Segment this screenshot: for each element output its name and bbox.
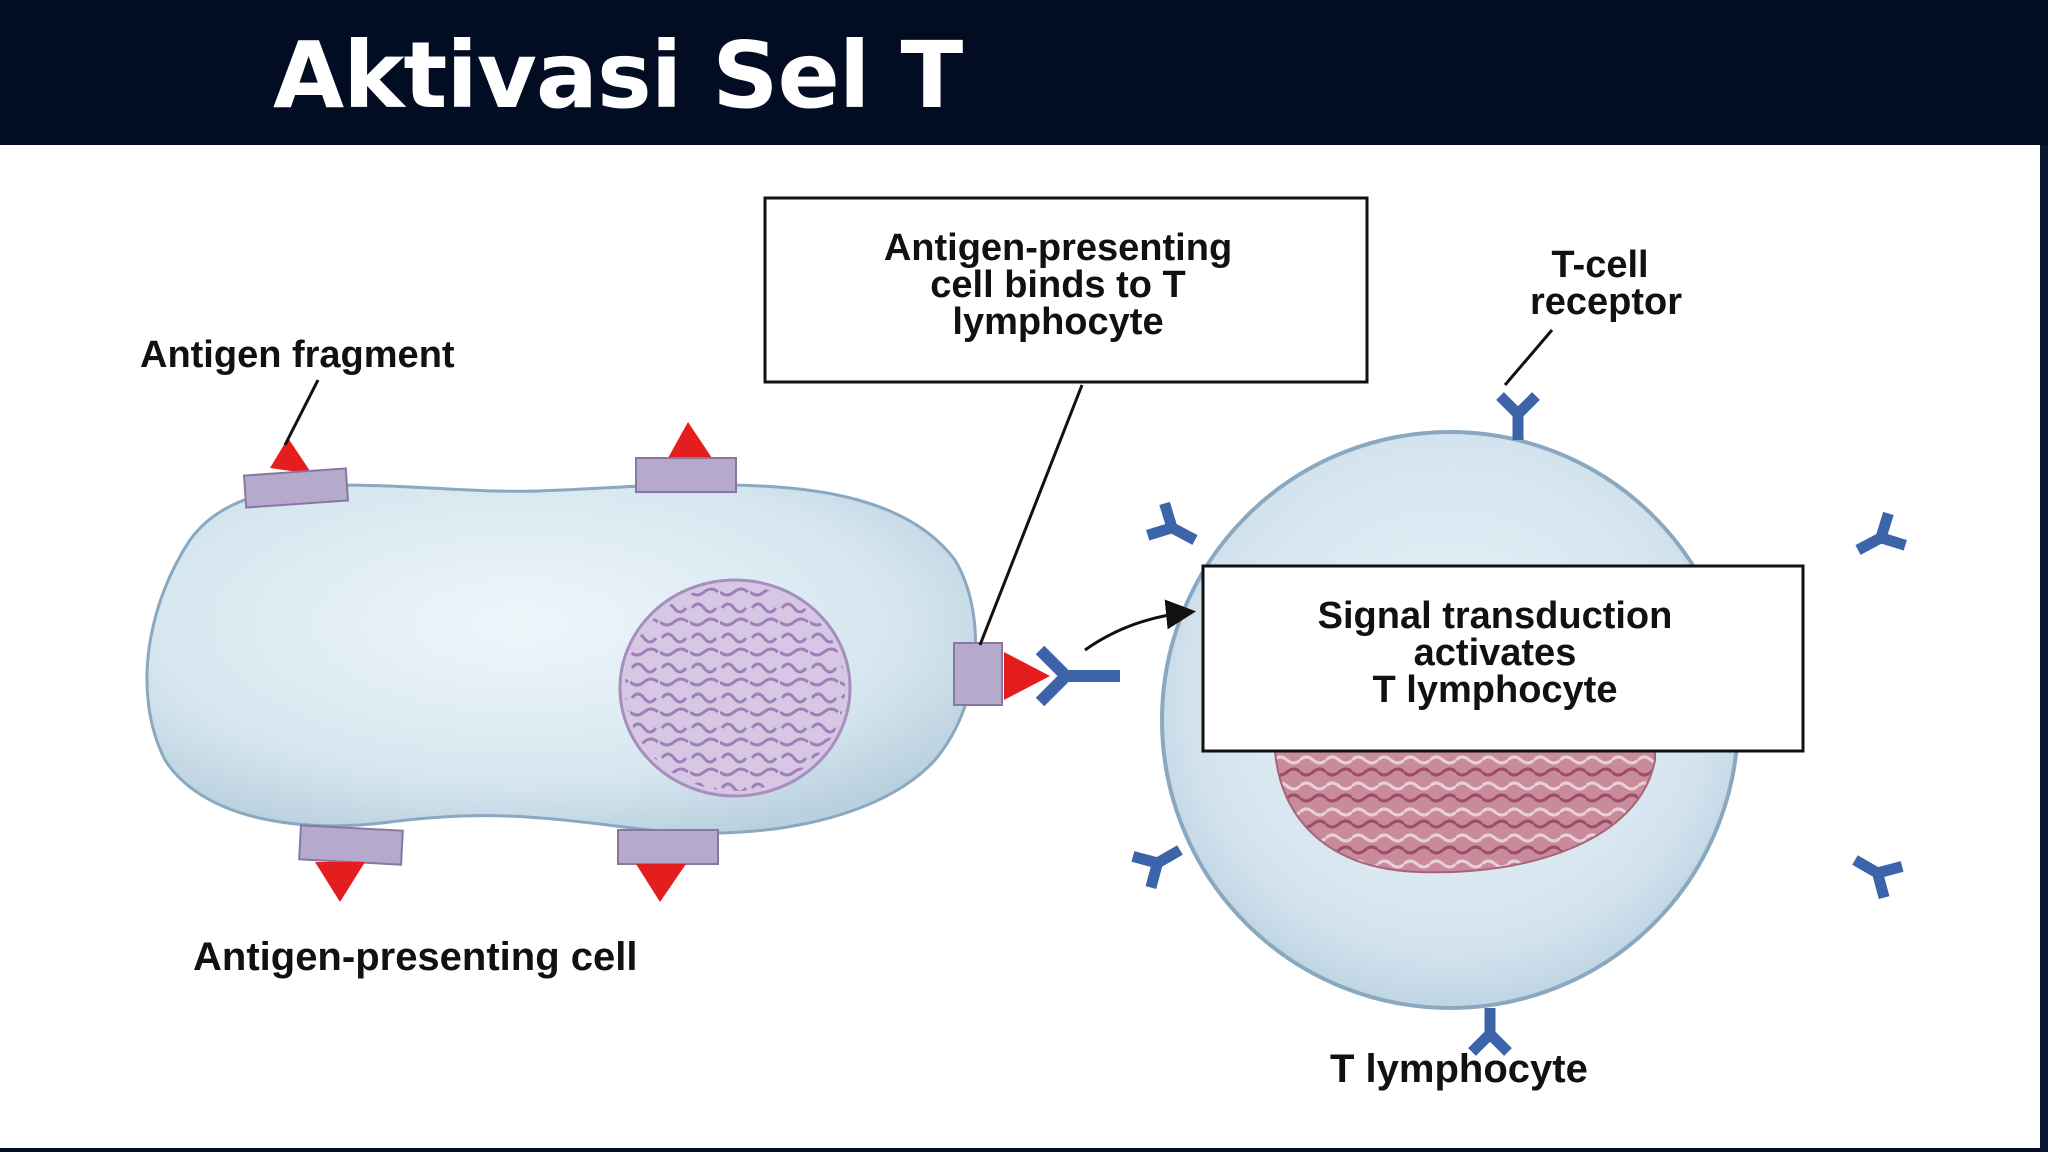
- title-bar: Aktivasi Sel T: [0, 0, 2048, 145]
- antigen-fragment-leader-line: [283, 379, 320, 446]
- t-cell-receptor-upper-right: [1850, 513, 1906, 565]
- t-cell-receptor-lower-left: [1133, 834, 1189, 887]
- antigen-presenting-cell-body: [145, 483, 977, 835]
- binding-label-line-1: Antigen-presenting: [884, 227, 1232, 269]
- antigen-fragment-top-left: [242, 438, 350, 509]
- t-cell-receptor-upper-left: [1148, 503, 1204, 555]
- t-cell-receptor-lower-right: [1846, 844, 1902, 897]
- antigen-fragment-bottom-left: [298, 824, 404, 902]
- binding-label-line-2: cell binds to T: [930, 264, 1185, 306]
- t-cell-receptor-leader-line: [1503, 329, 1554, 386]
- t-cell-receptor-label-line-2: receptor: [1530, 281, 1682, 323]
- signal-arrow: [1084, 599, 1196, 652]
- binding-leader-line: [978, 384, 1084, 646]
- t-cell-receptor-label-line-1: T-cell: [1551, 244, 1648, 286]
- signal-label-line-3: T lymphocyte: [1373, 669, 1618, 711]
- t-cell-receptor-contact: [1035, 645, 1120, 707]
- binding-label-box: [763, 196, 1369, 384]
- antigen-fragment-top-right: [635, 422, 737, 493]
- binding-label-line-3: lymphocyte: [952, 301, 1163, 343]
- slide-edge: [2040, 145, 2048, 1152]
- t-lymphocyte-nucleus: [1274, 739, 1656, 874]
- antigen-fragment-label: Antigen fragment: [140, 334, 455, 376]
- apc-nucleus: [618, 578, 852, 798]
- antigen-presenting-cell-label: Antigen-presenting cell: [193, 935, 638, 979]
- signal-label-line-2: activates: [1414, 632, 1577, 674]
- t-cell-receptor-top: [1500, 396, 1536, 440]
- slide-title: Aktivasi Sel T: [273, 22, 963, 129]
- t-lymphocyte-label: T lymphocyte: [1330, 1047, 1588, 1091]
- binding-mhc-antigen: [953, 642, 1050, 706]
- signal-label-line-1: Signal transduction: [1318, 595, 1673, 637]
- antigen-fragment-bottom-right: [617, 829, 719, 902]
- t-cell-receptor-bottom: [1472, 1008, 1508, 1052]
- signal-label-box: [1201, 564, 1805, 753]
